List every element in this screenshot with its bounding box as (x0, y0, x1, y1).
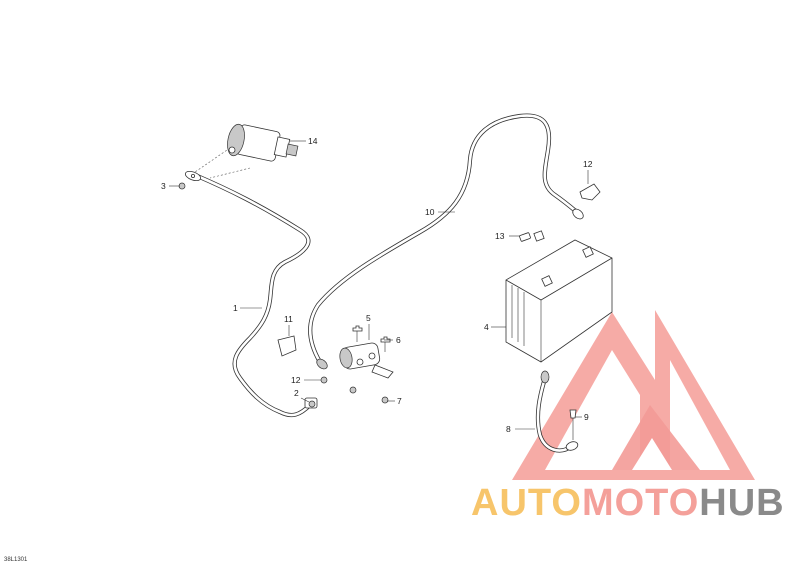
watermark-hub: HUB (699, 482, 784, 524)
callout-10: 10 (425, 207, 435, 217)
watermark-text: AUTOMOTOHUB (471, 482, 785, 524)
positive-cable (308, 113, 584, 370)
reference-code: 38L1301 (4, 557, 28, 563)
callout-9: 9 (584, 412, 589, 422)
callout-11: 11 (284, 314, 293, 324)
starter-motor (194, 123, 299, 179)
callout-8: 8 (506, 424, 511, 434)
callout-12-left: 12 (291, 375, 301, 385)
callout-7: 7 (397, 396, 402, 406)
terminal-cap-top (579, 183, 601, 201)
callout-14: 14 (308, 136, 318, 146)
callout-6: 6 (396, 335, 401, 345)
terminal-cap-left (277, 335, 297, 357)
callout-1: 1 (233, 303, 238, 313)
callout-3: 3 (161, 181, 166, 191)
starter-solenoid (339, 325, 394, 394)
watermark-auto: AUTO (471, 482, 582, 524)
watermark-moto: MOTO (582, 482, 699, 524)
callout-4: 4 (484, 322, 489, 332)
callout-5: 5 (366, 313, 371, 323)
leader-lines (169, 140, 589, 430)
nut-12 (320, 376, 328, 384)
callout-12-top: 12 (583, 159, 593, 169)
nut-7 (381, 396, 389, 404)
nut-2 (308, 400, 316, 408)
battery (505, 239, 613, 363)
negative-cable (535, 370, 579, 453)
callout-13: 13 (495, 231, 505, 241)
terminal-bolts (519, 230, 545, 242)
callout-2: 2 (294, 388, 299, 398)
